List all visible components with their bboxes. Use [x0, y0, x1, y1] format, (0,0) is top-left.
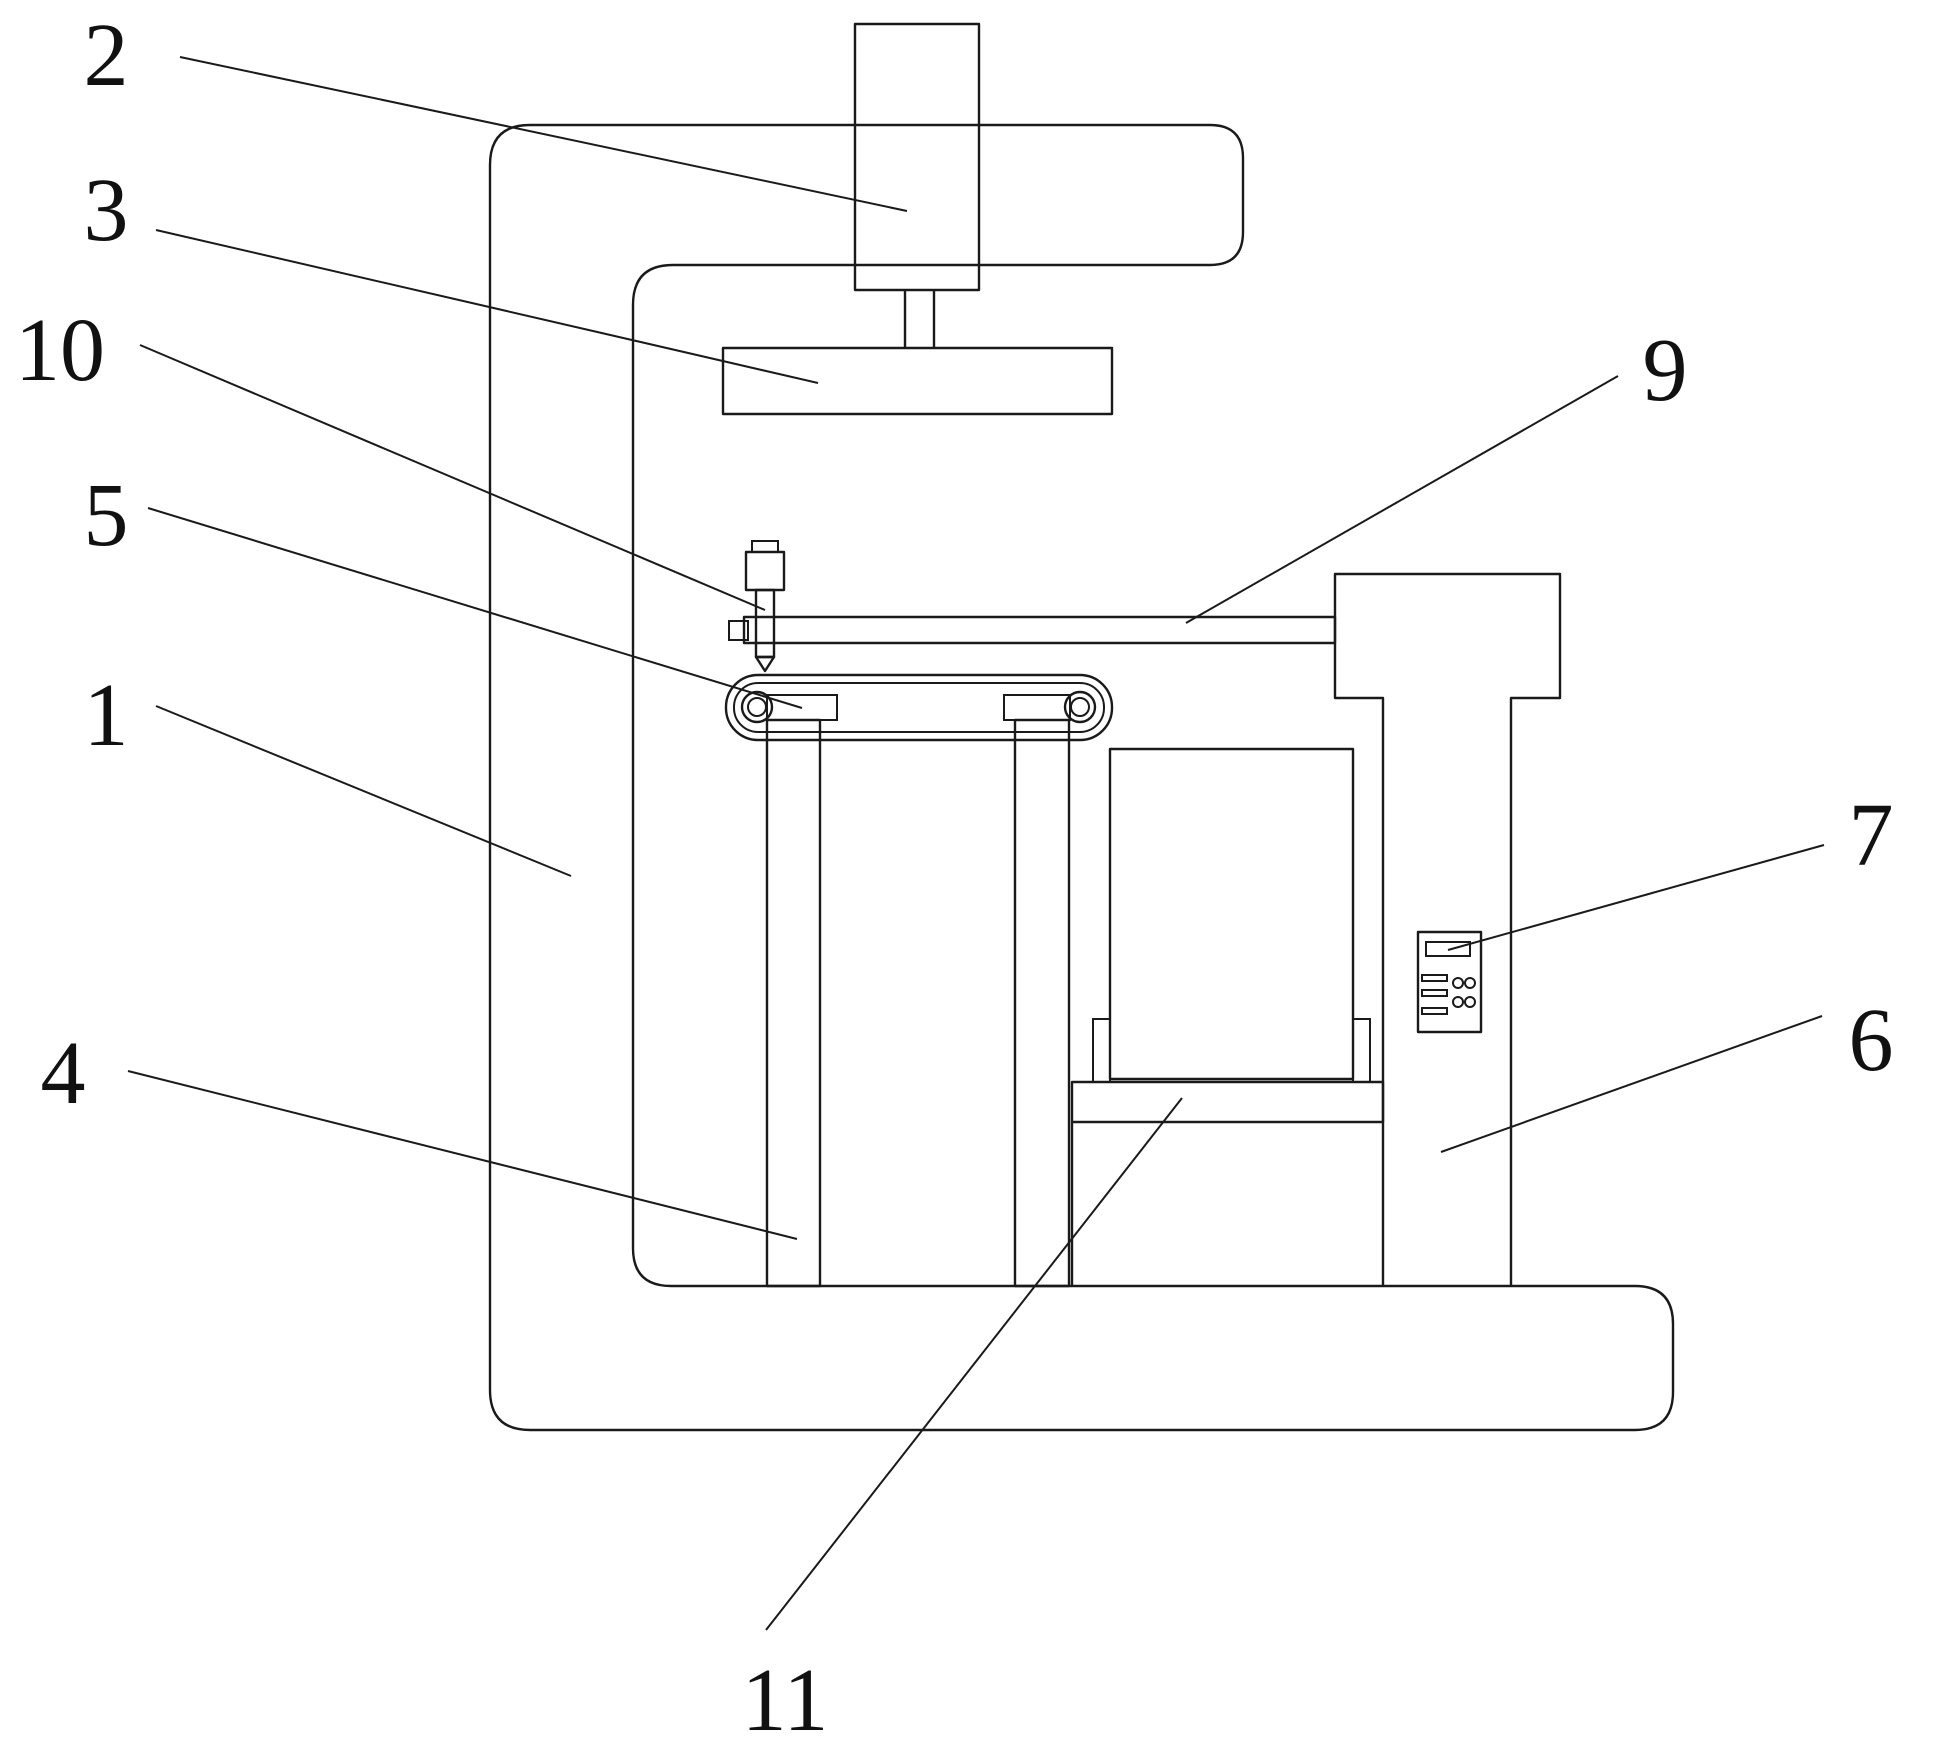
- horizontal-arm: [744, 617, 1335, 643]
- numeral-1: 1: [84, 666, 129, 765]
- control-knob-3: [1453, 997, 1463, 1007]
- numeral-3: 3: [84, 161, 129, 260]
- leader-5: [148, 508, 802, 708]
- conveyor-belt-inner: [734, 683, 1104, 732]
- head-nozzle: [756, 657, 774, 671]
- support-leg-left: [767, 720, 820, 1286]
- main-frame: [490, 125, 1673, 1430]
- support-leg-right: [1015, 720, 1069, 1286]
- right-column: [1335, 574, 1560, 1286]
- control-key-2: [1422, 990, 1447, 996]
- tray-plate: [1072, 1082, 1383, 1122]
- head-motor-cap: [752, 541, 778, 552]
- control-key-1: [1422, 975, 1447, 981]
- numeral-6: 6: [1849, 991, 1894, 1090]
- control-knob-4: [1465, 997, 1475, 1007]
- numeral-9: 9: [1643, 321, 1688, 420]
- roller-right-core: [1071, 698, 1089, 716]
- control-key-3: [1422, 1008, 1447, 1014]
- motor-housing: [855, 24, 979, 290]
- numeral-4: 4: [41, 1024, 86, 1123]
- leader-9: [1186, 376, 1618, 623]
- leader-7: [1448, 845, 1824, 950]
- leader-6: [1441, 1016, 1822, 1152]
- pressing-plate: [723, 348, 1112, 414]
- leg-cap-right: [1004, 695, 1070, 720]
- numeral-11: 11: [742, 1651, 829, 1739]
- head-body: [756, 590, 774, 657]
- numeral-10: 10: [15, 301, 105, 400]
- numeral-5: 5: [84, 466, 129, 565]
- leader-11: [766, 1098, 1182, 1630]
- leader-10: [140, 345, 765, 610]
- material-box: [1110, 749, 1353, 1079]
- control-knob-2: [1465, 978, 1475, 988]
- numeral-2: 2: [84, 6, 129, 105]
- box-clamp-right: [1353, 1019, 1370, 1082]
- leader-3: [156, 230, 818, 383]
- box-clamp-left: [1093, 1019, 1110, 1082]
- numeral-7: 7: [1849, 786, 1894, 885]
- conveyor-belt-outer: [726, 675, 1112, 740]
- leader-2: [180, 57, 907, 211]
- roller-left-core: [748, 698, 766, 716]
- leader-4: [128, 1071, 797, 1239]
- control-knob-1: [1453, 978, 1463, 988]
- head-motor: [746, 552, 784, 590]
- leader-1: [156, 706, 571, 876]
